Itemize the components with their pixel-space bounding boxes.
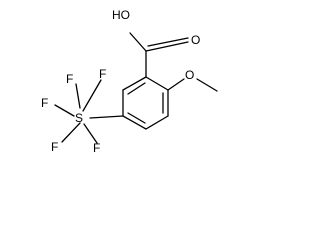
bond-sulfur-to-fluorine-upper-left [75, 83, 81, 109]
bond-sulfur-to-fluorine-upper-right [82, 79, 102, 112]
methoxy-group: O [167, 68, 218, 92]
ring-inner-double-c4-c5 [127, 112, 146, 124]
bond-sulfur-to-fluorine-left [54, 104, 75, 117]
hydroxyl-label: HO [112, 8, 130, 22]
bond-sulfur-to-fluorine-lower-right [83, 123, 98, 144]
carboxylic-acid-group: HO O [112, 8, 200, 78]
bond-ring-to-ether-oxygen [167, 78, 185, 91]
structure-canvas: HO O O S F F F F F [0, 0, 230, 154]
fluorine-upper-right-label: F [99, 67, 106, 81]
fluorine-lower-right-label: F [93, 141, 100, 154]
ring-bond-c1-c2 [145, 76, 169, 91]
pentafluorosulfanyl-group: S F F F F F [41, 67, 124, 154]
ring-inner-double-c1-c6 [127, 82, 146, 95]
bond-carboxyl-carbon-to-hydroxyl [129, 32, 147, 52]
carbonyl-oxygen-label: O [191, 33, 200, 47]
ether-oxygen-label: O [185, 68, 194, 82]
fluorine-upper-left-label: F [66, 72, 73, 86]
fluorine-lower-left-label: F [51, 140, 58, 154]
bond-ring-to-sulfur [89, 115, 124, 119]
bond-ether-oxygen-to-methyl [196, 78, 218, 92]
bond-carbonyl-double-a [145, 41, 189, 52]
ring-bond-c4-c5 [122, 115, 147, 130]
molecule-drawing: HO O O S F F F F F [41, 8, 218, 154]
ring-bond-c3-c4 [145, 115, 169, 130]
fluorine-left-label: F [41, 96, 48, 110]
ring-bond-c6-c1 [122, 76, 147, 91]
bond-carbonyl-double-b [147, 37, 189, 47]
sulfur-label: S [75, 111, 83, 125]
benzene-ring [122, 76, 169, 130]
bond-sulfur-to-fluorine-lower-left [61, 122, 81, 143]
